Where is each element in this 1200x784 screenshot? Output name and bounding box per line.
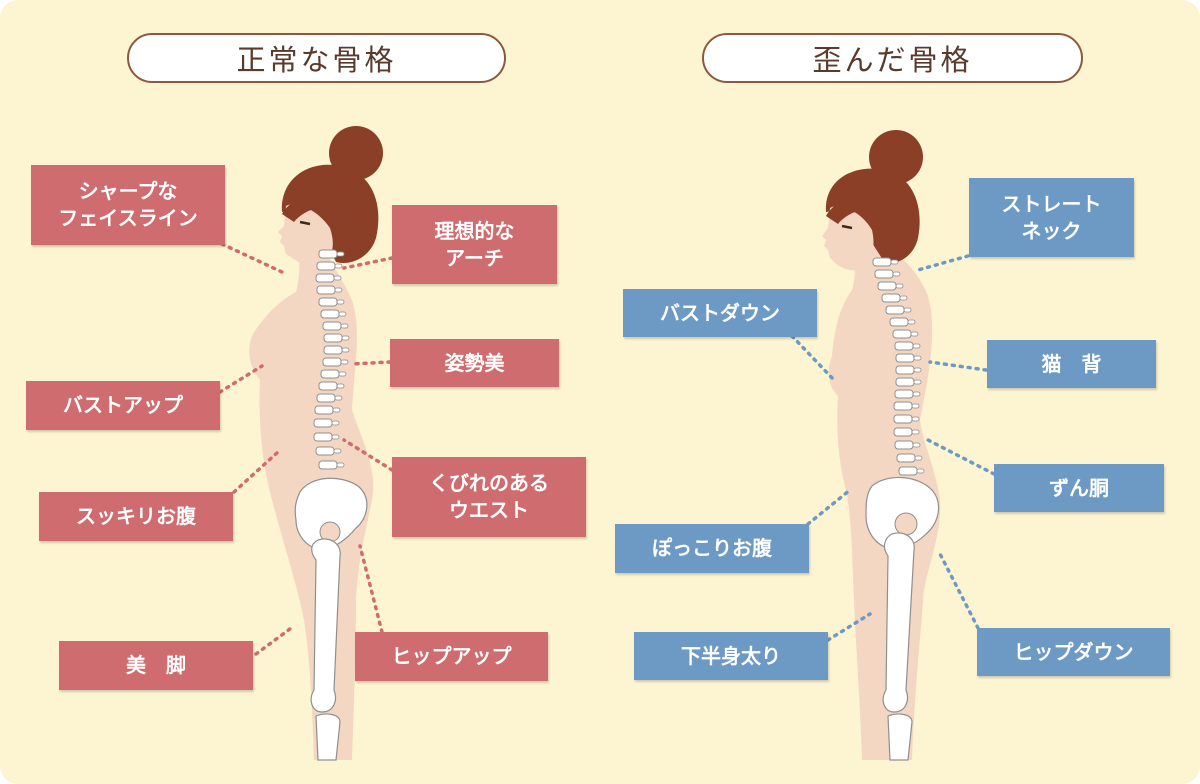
label-beautiful-legs: 美 脚: [59, 641, 253, 690]
distorted-connectors: [790, 254, 996, 642]
connector-bust: [218, 364, 264, 394]
normal-skeleton-header: 正常な骨格: [127, 33, 506, 83]
connector-lower-body: [826, 612, 872, 642]
label-hip-down: ヒップダウン: [977, 628, 1170, 676]
connector-hip: [358, 544, 384, 634]
connector-hip-down: [936, 548, 980, 630]
connector-face-line: [220, 242, 284, 274]
normal-pelvis: [294, 477, 368, 551]
connector-back: [928, 360, 988, 372]
label-defined-waist: くびれのある ウエスト: [392, 457, 586, 537]
connector-neck: [916, 254, 970, 272]
distorted-face: [822, 206, 874, 271]
label-hip-up: ヒップアップ: [355, 632, 548, 681]
distorted-shin: [887, 713, 913, 761]
label-hunched-back: 猫 背: [987, 340, 1156, 388]
normal-hair-bun: [329, 126, 383, 180]
distorted-femur: [882, 532, 915, 713]
label-beautiful-posture: 姿勢美: [390, 339, 559, 387]
normal-shin: [315, 713, 341, 761]
connector-bust-down: [790, 334, 836, 382]
connector-torso: [926, 438, 996, 476]
distorted-hair: [825, 168, 920, 263]
connector-posture: [350, 360, 392, 366]
connector-waist: [342, 438, 394, 472]
label-protruding-belly: ぽっこりお腹: [615, 524, 809, 573]
label-ideal-arch: 理想的な アーチ: [392, 205, 557, 284]
label-straight-neck: ストレート ネック: [969, 178, 1134, 257]
label-bust-down: バストダウン: [623, 289, 817, 337]
normal-femur: [310, 538, 341, 713]
label-sharp-face-line: シャープな フェイスライン: [31, 165, 225, 245]
distorted-skeleton-header: 歪んだ骨格: [702, 33, 1083, 83]
normal-connectors: [218, 242, 394, 656]
connector-legs: [254, 624, 296, 656]
normal-figure: [249, 126, 383, 761]
label-bust-up: バストアップ: [26, 381, 220, 430]
connector-arch: [342, 256, 394, 270]
connector-belly-out: [806, 488, 852, 526]
distorted-figure: [822, 130, 941, 761]
connector-belly: [232, 450, 280, 494]
label-slim-belly: スッキリお腹: [39, 492, 233, 541]
normal-hair: [281, 164, 379, 263]
label-heavy-lower-body: 下半身太り: [634, 632, 828, 680]
label-thick-torso: ずん胴: [994, 464, 1164, 512]
